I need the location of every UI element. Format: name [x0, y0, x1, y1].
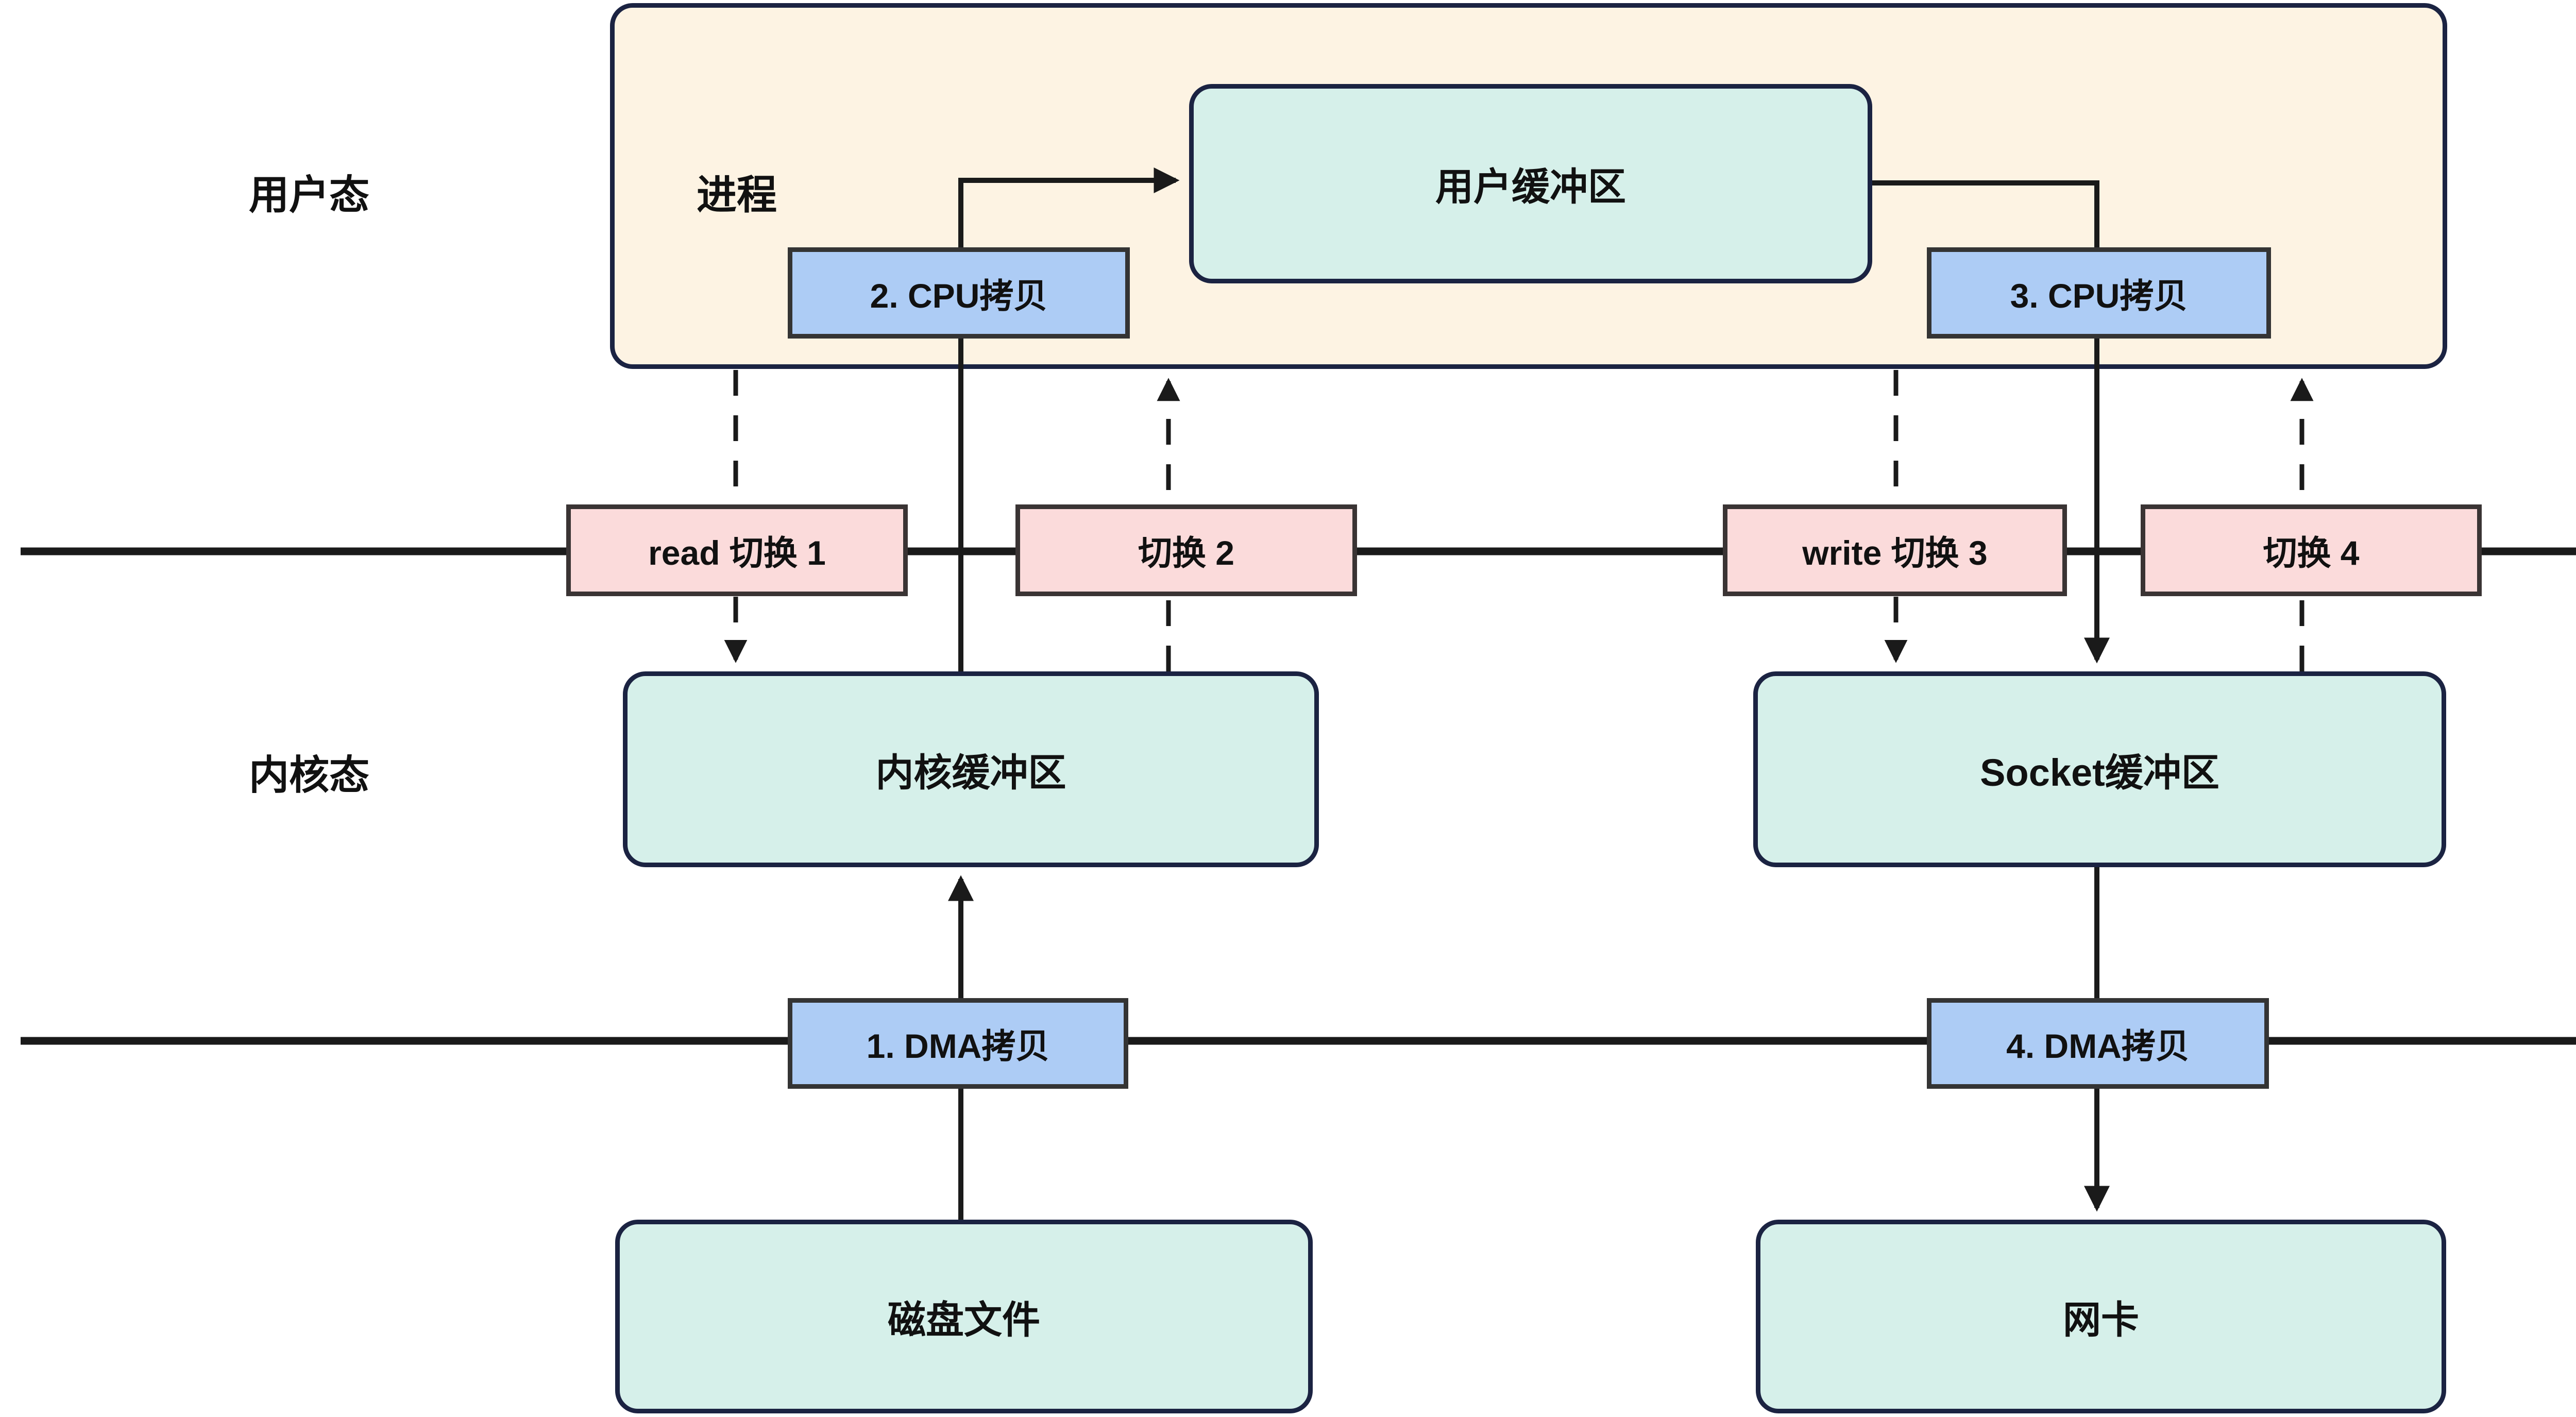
- switch-step-2: 切换 2: [1015, 504, 1357, 596]
- switch-step-4: 切换 4: [2141, 504, 2482, 596]
- copy-step-3-cpu: 3. CPU拷贝: [1927, 247, 2271, 339]
- node-kernel-buffer: 内核缓冲区: [623, 671, 1319, 867]
- label-user-mode: 用户态: [248, 172, 369, 217]
- label-kernel-mode: 内核态: [248, 752, 369, 798]
- node-socket-buffer: Socket缓冲区: [1753, 671, 2446, 867]
- arrow-user-buffer-to-socket-buffer: [1872, 180, 2110, 664]
- copy-step-2-cpu: 2. CPU拷贝: [788, 247, 1130, 339]
- switch-step-1-read: read 切换 1: [566, 504, 908, 596]
- node-user-buffer: 用户缓冲区: [1189, 84, 1872, 283]
- arrow-kernel-buffer-to-user-buffer: [958, 167, 1180, 671]
- switch-step-3-write: write 切换 3: [1723, 504, 2067, 596]
- node-disk-file: 磁盘文件: [615, 1220, 1313, 1413]
- label-process: 进程: [697, 172, 777, 217]
- copy-step-1-dma: 1. DMA拷贝: [788, 998, 1128, 1089]
- copy-step-4-dma: 4. DMA拷贝: [1927, 998, 2269, 1089]
- node-nic: 网卡: [1756, 1220, 2446, 1413]
